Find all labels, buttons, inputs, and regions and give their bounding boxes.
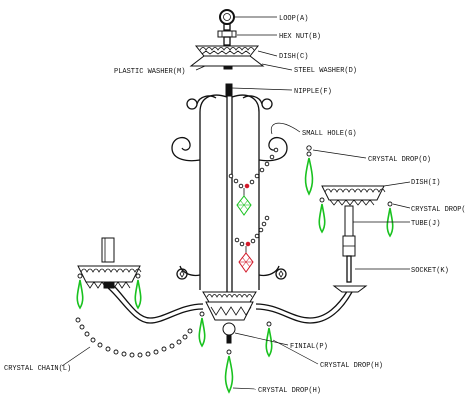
label-tube: TUBE(J) (411, 220, 440, 228)
label-nipple: NIPPLE(F) (294, 88, 332, 96)
bead-strand-lower (234, 215, 270, 247)
left-arm (107, 283, 204, 324)
label-steel-washer: STEEL WASHER(D) (294, 67, 357, 75)
tube (344, 205, 354, 237)
right-cup-drops (318, 197, 394, 238)
label-socket: SOCKET(K) (411, 267, 449, 275)
left-cup (77, 265, 142, 289)
bead-strand-upper (228, 147, 279, 189)
label-crystal-drop-h-bottom: CRYSTAL DROP(H) (258, 387, 321, 395)
loop-ring (219, 9, 235, 31)
crystal-chain-swag (75, 317, 193, 358)
socket (342, 235, 356, 283)
label-small-hole: SMALL HOLE(G) (302, 130, 357, 138)
center-bowl-drops (198, 311, 273, 394)
nipple (225, 83, 233, 97)
lower-scroll-left (171, 137, 201, 280)
right-cup (321, 185, 386, 206)
label-dish-i: DISH(I) (411, 179, 440, 187)
hex-nut (217, 30, 237, 46)
right-arm (255, 289, 353, 324)
finial (222, 322, 236, 344)
label-plastic-washer: PLASTIC WASHER(M) (114, 68, 185, 76)
label-crystal-chain: CRYSTAL CHAIN(L) (4, 365, 71, 373)
center-bowl (202, 291, 257, 321)
lower-scroll-right (258, 137, 288, 280)
left-cup-drops (76, 273, 142, 310)
label-finial: FINIAL(P) (290, 343, 328, 351)
label-crystal-drop-h-mid: CRYSTAL DROP(H) (320, 362, 383, 370)
top-dish (194, 45, 260, 57)
left-candle-tube (101, 237, 115, 263)
label-hex-nut: HEX NUT(B) (279, 33, 321, 41)
label-dish-c: DISH(C) (279, 53, 308, 61)
canopy (189, 55, 265, 70)
label-crystal-drop-h-right: CRYSTAL DROP(H (411, 206, 465, 214)
upper-scroll-arms (186, 94, 273, 290)
crystal-drop-o (304, 145, 314, 196)
right-bobeche (332, 285, 368, 293)
center-column (226, 96, 233, 292)
label-crystal-drop-o: CRYSTAL DROP(O) (368, 156, 431, 164)
label-loop: LOOP(A) (279, 15, 308, 23)
hanging-gem-lower (238, 246, 254, 273)
leader-lines (61, 16, 411, 390)
hanging-gem-upper (236, 188, 252, 216)
